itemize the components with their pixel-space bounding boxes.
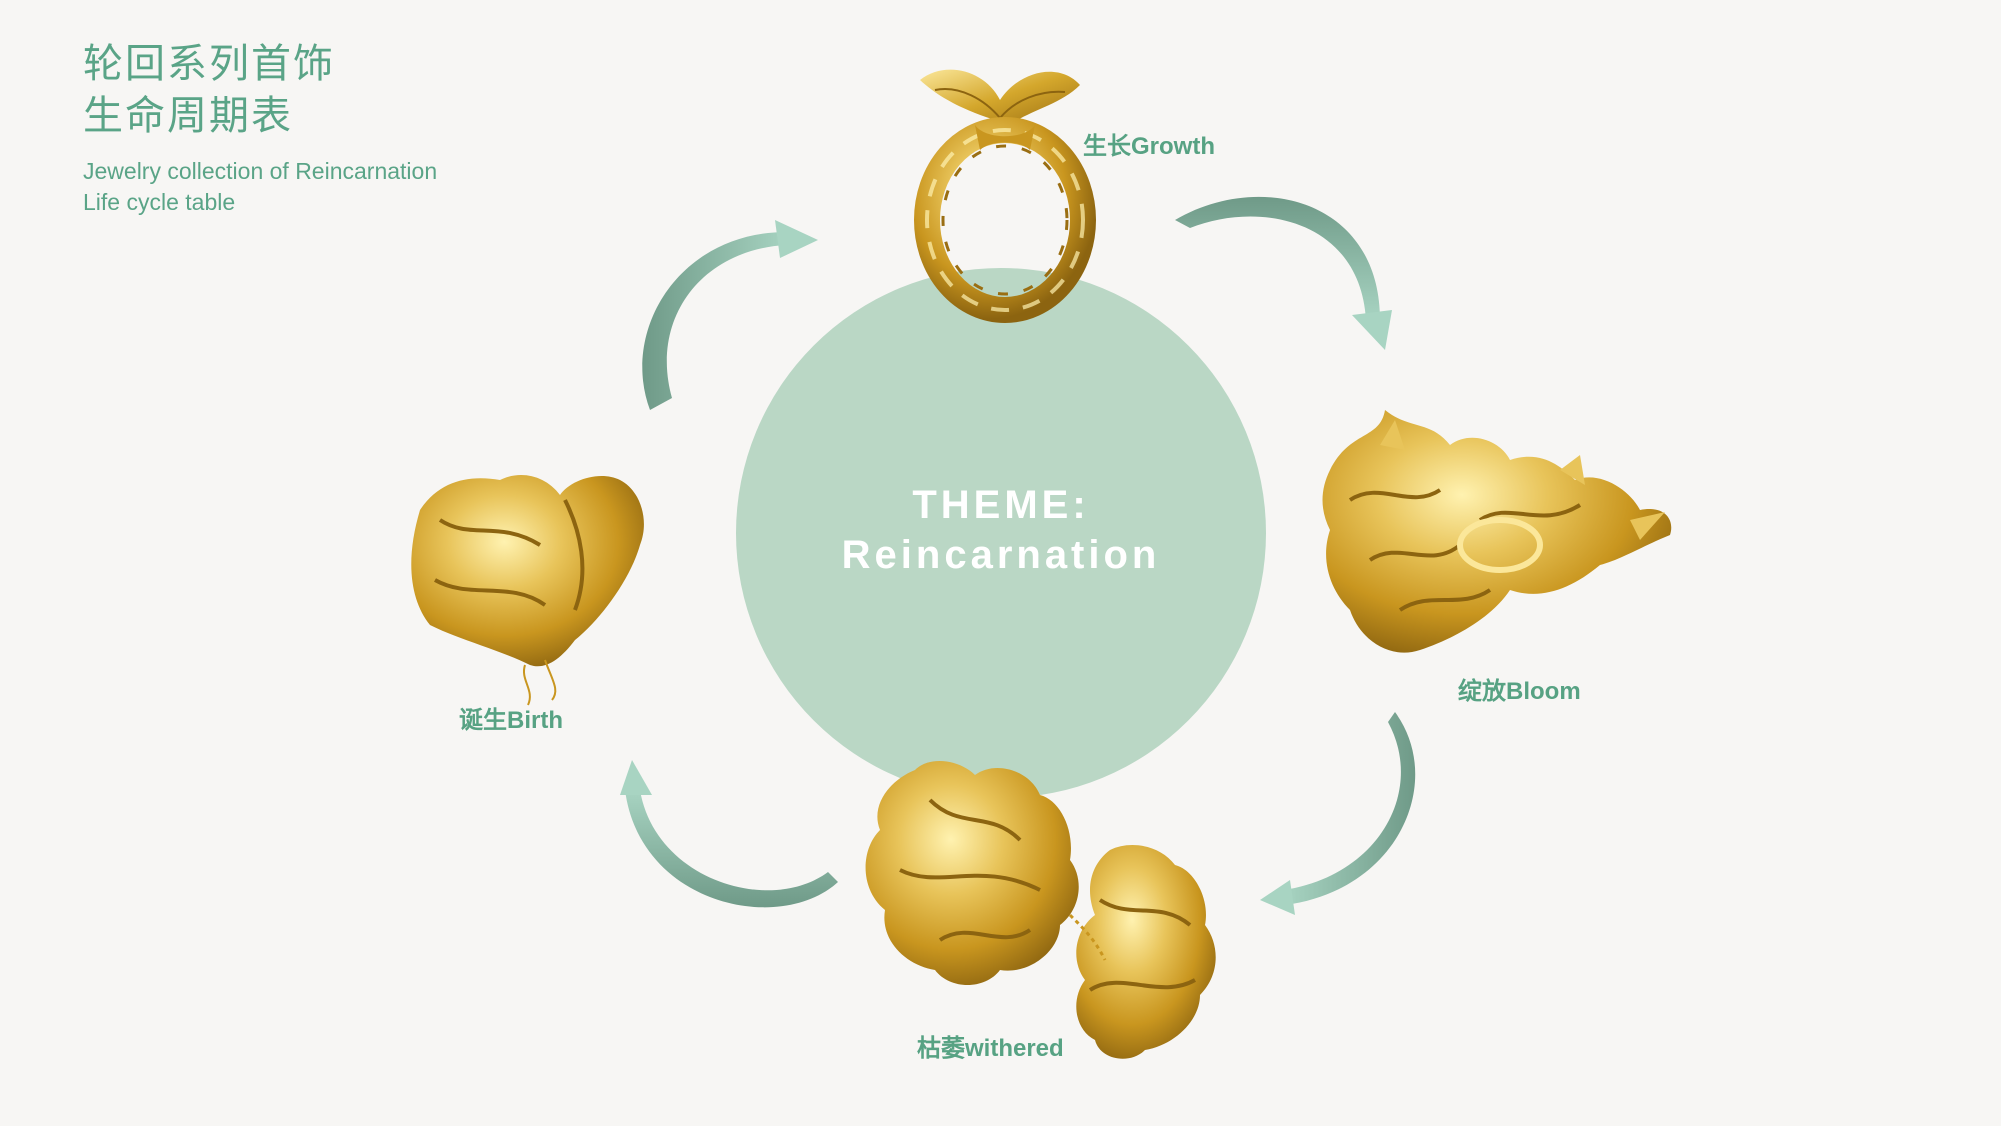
arrow-birth-to-growth — [642, 220, 818, 410]
bloom-jewelry-image — [1322, 410, 1672, 653]
arrow-growth-to-bloom — [1175, 196, 1392, 350]
stage-label-bloom: 绽放Bloom — [1458, 678, 1581, 705]
stage-label-growth: 生长Growth — [1083, 133, 1215, 160]
stage-label-birth: 诞生Birth — [459, 707, 563, 734]
stage-label-withered: 枯萎withered — [917, 1035, 1064, 1062]
growth-ring-image — [914, 69, 1096, 323]
title-en-line2: Life cycle table — [83, 189, 236, 215]
theme-text: THEME: Reincarnation — [736, 480, 1266, 580]
theme-line2: Reincarnation — [841, 533, 1161, 577]
theme-line1: THEME: — [912, 483, 1090, 527]
withered-jewelry-image — [865, 760, 1216, 1059]
title-block: 轮回系列首饰 生命周期表 Jewelry collection of Reinc… — [83, 38, 437, 218]
title-en-line1: Jewelry collection of Reincarnation — [83, 158, 438, 184]
arrow-bloom-to-withered — [1260, 712, 1416, 915]
theme-circle — [736, 268, 1266, 798]
title-zh-line1: 轮回系列首饰 — [83, 41, 335, 87]
birth-jewelry-image — [411, 475, 644, 706]
arrow-withered-to-birth — [620, 760, 838, 908]
title-zh-line2: 生命周期表 — [83, 93, 293, 139]
